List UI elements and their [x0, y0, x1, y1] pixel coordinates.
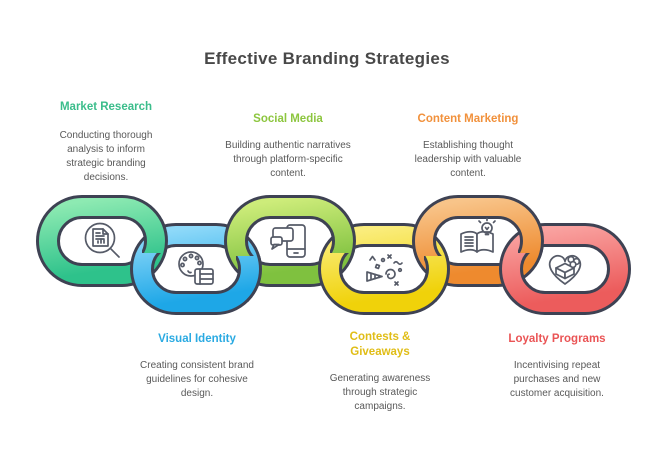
- strategy-block-visual-identity: Visual Identity Creating consistent bran…: [117, 332, 277, 401]
- book-bulb-icon: [460, 217, 496, 253]
- party-popper-icon: [366, 254, 403, 286]
- strategy-label: Social Media: [253, 113, 323, 125]
- strategy-label: Contests & Giveaways: [349, 331, 411, 358]
- strategy-label: Content Marketing: [417, 113, 519, 125]
- magnifier-report-icon: [84, 222, 120, 258]
- strategy-label: Loyalty Programs: [508, 333, 606, 345]
- page-title: Effective Branding Strategies: [204, 49, 450, 68]
- strategy-description: Establishing thought leadership with val…: [414, 139, 522, 179]
- strategy-description: Building authentic narratives through pl…: [225, 139, 351, 179]
- strategy-description: Generating awareness through strategic c…: [329, 372, 431, 412]
- heart-gift-icon: [548, 254, 582, 285]
- phone-chat-icon: [270, 224, 306, 258]
- strategy-block-contests-giveaways: Contests & Giveaways Generating awarenes…: [298, 330, 462, 414]
- strategy-block-content-marketing: Content Marketing Establishing thought l…: [388, 112, 548, 181]
- strategy-description: Incentivising repeat purchases and new c…: [510, 359, 604, 399]
- strategy-label: Visual Identity: [158, 333, 236, 345]
- palette-card-icon: [178, 251, 214, 285]
- strategy-label: Market Research: [59, 101, 153, 113]
- strategy-block-loyalty-programs: Loyalty Programs Incentivising repeat pu…: [477, 332, 637, 401]
- strategy-description: Creating consistent brand guidelines for…: [140, 359, 254, 399]
- chain-link-loyalty-programs: [499, 223, 631, 315]
- strategy-block-social-media: Social Media Building authentic narrativ…: [208, 112, 368, 181]
- strategy-description: Conducting thorough analysis to inform s…: [59, 129, 153, 183]
- strategy-block-market-research: Market Research Conducting thorough anal…: [26, 100, 186, 185]
